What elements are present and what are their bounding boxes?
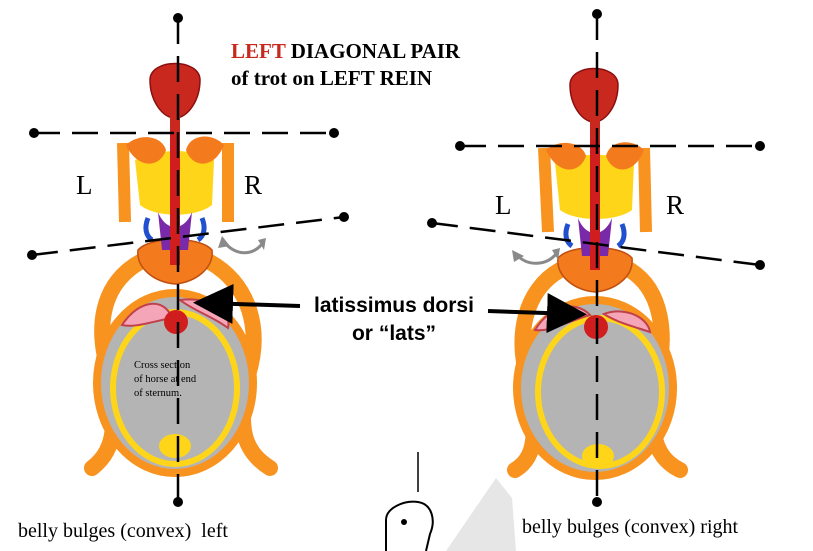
left-blue-band-left [146, 218, 152, 240]
right-shoulder-dot-left [455, 141, 465, 151]
grey-arrow-shape [446, 478, 516, 551]
left-horse-figure: L R Cross section of horse at end of ste… [18, 13, 349, 542]
left-caption: belly bulges (convex) left [18, 520, 228, 542]
lats-label-line-1: latissimus dorsi [314, 294, 474, 317]
right-rotation-arrow [518, 254, 556, 263]
left-rotation-arrowhead-left [218, 236, 230, 248]
section-note-line-1: Cross section [134, 360, 191, 371]
right-axis-bottom-dot [592, 497, 602, 507]
left-shoulder-dot-right [329, 128, 339, 138]
right-side-label-l: L [495, 190, 512, 220]
right-spine [590, 120, 600, 270]
right-front-leg-left [544, 148, 548, 232]
right-hip-dot-left [427, 218, 437, 228]
section-note-line-2: of horse at end [134, 374, 197, 385]
title-line-1: DIAGONAL PAIR [285, 39, 460, 63]
title-line-2: of trot on LEFT REIN [231, 66, 432, 90]
left-hip-dot-left [27, 250, 37, 260]
right-axis-top-dot [592, 9, 602, 19]
left-spine-section [164, 310, 188, 334]
left-shoulder-dot-left [29, 128, 39, 138]
right-caption: belly bulges (convex) right [522, 516, 738, 538]
skull-sketch-icon [386, 502, 433, 551]
right-blue-band-left [566, 224, 572, 246]
section-note-line-3: of sternum. [134, 388, 182, 399]
right-head [570, 69, 618, 123]
left-head [150, 64, 200, 119]
title-highlight: LEFT [231, 39, 286, 63]
skull-sketch-eye [401, 519, 407, 525]
left-axis-top-dot [173, 13, 183, 23]
left-blue-band-right [198, 218, 204, 240]
bottom-center-fragment [386, 452, 516, 551]
left-axis-bottom-dot [173, 497, 183, 507]
left-side-label-l: L [76, 170, 93, 200]
diagram-title: LEFT DIAGONAL PAIR of trot on LEFT REIN [231, 39, 461, 90]
right-blue-band-right [618, 224, 624, 246]
right-front-leg-right [644, 148, 646, 232]
left-belly-bottom-blob [159, 434, 191, 458]
lats-label-line-2: or “lats” [352, 322, 436, 345]
left-front-leg-left [123, 143, 125, 222]
right-shoulder-dot-right [755, 141, 765, 151]
svg-text:LEFT DIAGONAL PAIR: LEFT DIAGONAL PAIR [231, 39, 461, 63]
right-hip-dot-right [755, 260, 765, 270]
right-side-label-r: R [666, 190, 684, 220]
left-rotation-arrow [224, 242, 262, 253]
right-horse-figure: L R belly bulges (convex) right [427, 9, 765, 538]
left-side-label-r: R [244, 170, 262, 200]
right-neck [590, 116, 600, 140]
left-hip-dot-right [339, 212, 349, 222]
